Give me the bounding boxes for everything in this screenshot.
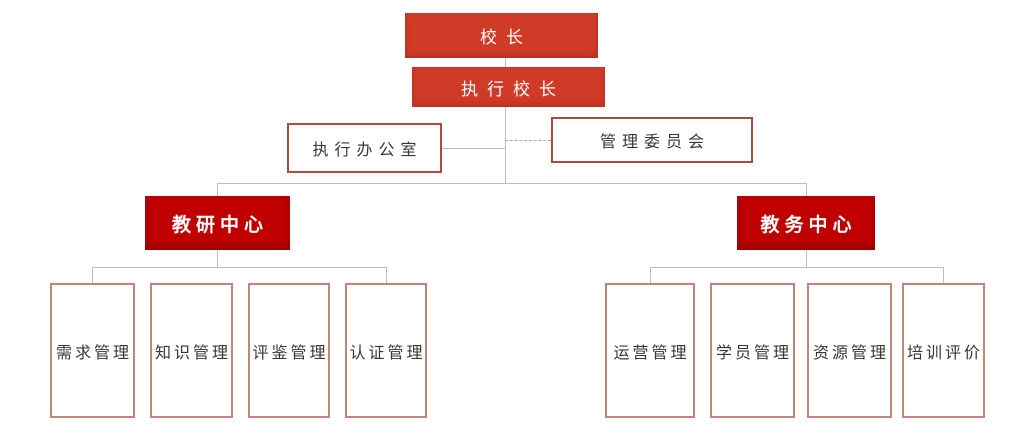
connector-academic-drop-right: [943, 267, 944, 283]
connector-office-solid: [442, 148, 505, 149]
dept-certification-management-label: 认证管理: [349, 342, 426, 362]
dept-evaluation-management-label: 评鉴管理: [252, 342, 329, 362]
dept-operations-management-label: 运营管理: [613, 342, 690, 362]
dept-resource-management-label: 资源管理: [812, 342, 889, 362]
dept-knowledge-management: 知识管理: [150, 283, 233, 418]
connector-academic-stub: [806, 250, 807, 267]
dept-demand-management-label: 需求管理: [55, 342, 132, 362]
connector-research-drop-right: [386, 267, 387, 283]
dept-student-management-label: 学员管理: [715, 342, 792, 362]
node-academic-center: 教务中心: [737, 196, 875, 250]
connector-academic-crossbar: [650, 267, 943, 268]
connector-committee-dashed: [505, 140, 551, 141]
connector-centers-crossbar: [217, 183, 807, 184]
node-academic-center-label: 教务中心: [760, 213, 857, 236]
connector-academic-center-drop: [806, 183, 807, 196]
dept-resource-management: 资源管理: [807, 283, 892, 418]
connector-executive-trunk: [505, 107, 506, 183]
connector-research-crossbar: [92, 267, 387, 268]
dept-training-evaluation: 培训评价: [902, 283, 985, 418]
connector-research-drop-left: [92, 267, 93, 283]
dept-certification-management: 认证管理: [345, 283, 427, 418]
node-executive-principal: 执行校长: [412, 67, 605, 107]
connector-research-center-drop: [217, 183, 218, 196]
node-research-center-label: 教研中心: [171, 213, 268, 236]
node-research-center: 教研中心: [145, 196, 290, 250]
connector-principal-executive: [505, 58, 506, 67]
dept-training-evaluation-label: 培训评价: [906, 342, 983, 362]
dept-student-management: 学员管理: [710, 283, 795, 418]
dept-evaluation-management: 评鉴管理: [248, 283, 330, 418]
node-principal: 校长: [405, 13, 598, 58]
dept-knowledge-management-label: 知识管理: [154, 342, 231, 362]
dept-operations-management: 运营管理: [605, 283, 695, 418]
node-executive-principal-label: 执行校长: [461, 79, 565, 100]
connector-academic-drop-left: [650, 267, 651, 283]
node-management-committee: 管理委员会: [551, 117, 753, 163]
dept-demand-management: 需求管理: [50, 283, 135, 418]
node-management-committee-label: 管理委员会: [599, 132, 710, 151]
connector-research-stub: [217, 250, 218, 267]
node-executive-office-label: 执行办公室: [312, 140, 423, 159]
node-principal-label: 校长: [480, 28, 532, 48]
node-executive-office: 执行办公室: [287, 123, 442, 173]
